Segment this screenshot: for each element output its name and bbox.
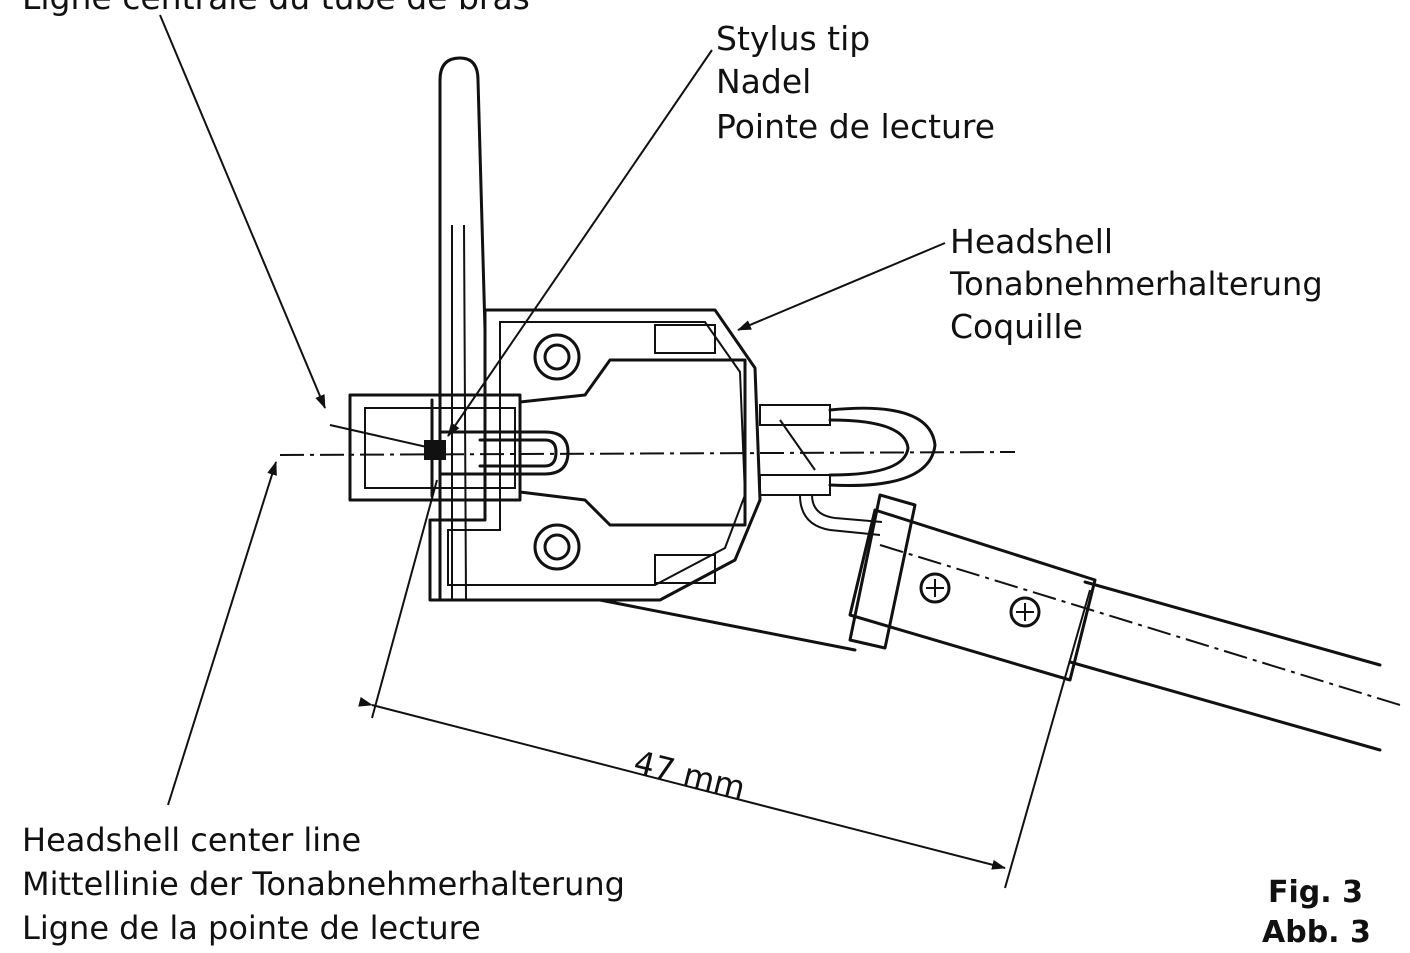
stylus-label-fr: Pointe de lecture xyxy=(716,107,996,146)
stylus-label-de: Nadel xyxy=(716,62,812,101)
dimension-47mm xyxy=(358,479,1091,889)
headshell-body xyxy=(428,308,857,652)
headshell-leader xyxy=(737,242,946,331)
mounting-screws xyxy=(533,333,581,571)
stylus-label-en: Stylus tip xyxy=(716,19,871,58)
headshell-label-fr: Coquille xyxy=(950,307,1083,346)
stylus-leader xyxy=(447,49,713,437)
centerline-label-fr: Ligne de la pointe de lecture xyxy=(22,909,481,947)
headshell-label-de: Tonabnehmerhalterung xyxy=(950,265,1323,303)
arm-center-leader xyxy=(159,14,326,409)
figure-number-de: Abb. 3 xyxy=(1262,915,1371,950)
arm-connector xyxy=(848,493,1097,682)
cartridge-wires xyxy=(759,404,937,536)
arm-center-line xyxy=(329,424,441,451)
centerline-label-en: Headshell center line xyxy=(22,821,362,859)
arm-center-label-fr: Ligne centrale du tube de bras xyxy=(22,0,530,20)
centerline-leader xyxy=(167,461,277,806)
headshell-label-en: Headshell xyxy=(950,222,1114,261)
figure-number-en: Fig. 3 xyxy=(1268,875,1363,910)
headshell-center-line xyxy=(279,451,1016,456)
centerline-label-de: Mittellinie der Tonabnehmerhalterung xyxy=(22,865,625,903)
tonearm-tube xyxy=(879,544,1401,752)
cartridge xyxy=(348,358,747,527)
